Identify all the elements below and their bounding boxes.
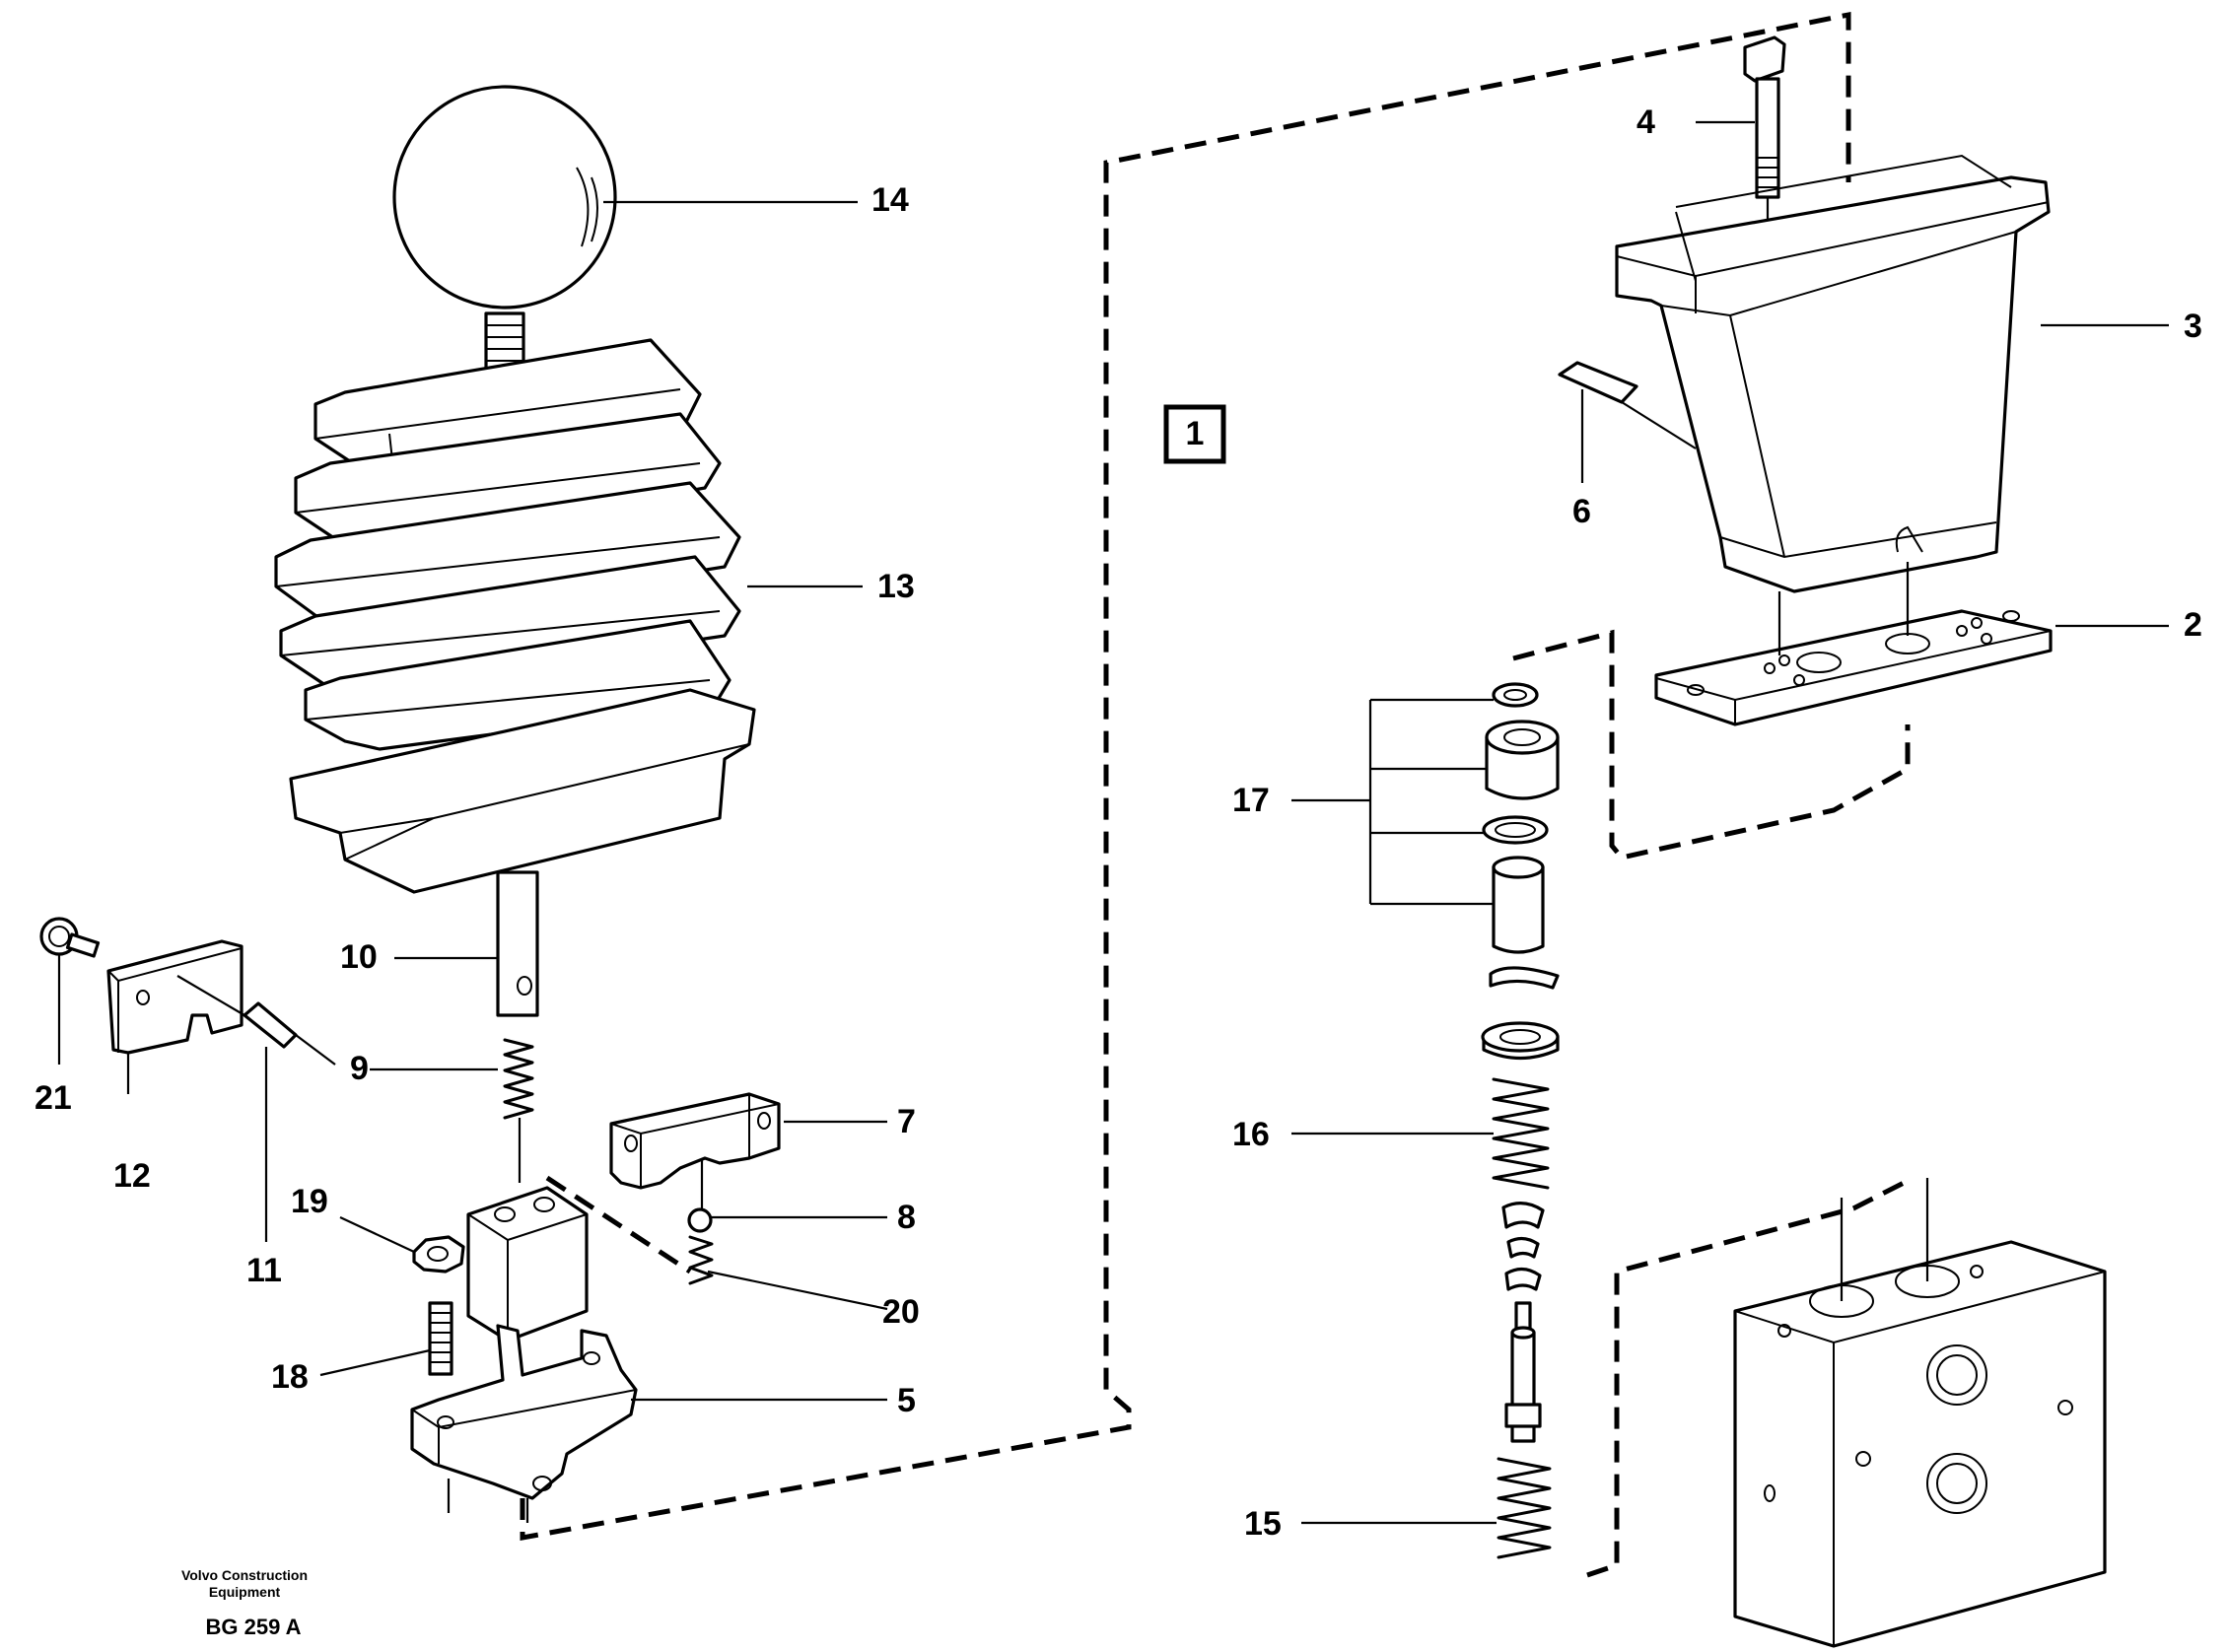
callout-18: 18 [271, 1358, 309, 1396]
callout-10: 10 [340, 938, 378, 976]
callout-14: 14 [871, 181, 909, 219]
callout-13: 13 [877, 568, 915, 605]
lever-base [410, 1186, 638, 1523]
nut-19 [412, 1235, 465, 1273]
assembly-boundary [520, 11, 1851, 1541]
lever-shaft [496, 870, 539, 1017]
bolt-4 [1743, 35, 1786, 256]
callout-16: 16 [1232, 1116, 1270, 1153]
housing-3 [1615, 154, 2051, 593]
callout-20: 20 [882, 1293, 920, 1331]
footer: Volvo Construction Equipment BG 259 A [181, 1567, 308, 1639]
callout-15: 15 [1244, 1505, 1282, 1543]
screw-21 [39, 917, 101, 1065]
plate-2 [1654, 562, 2053, 726]
callout-2: 2 [2184, 606, 2202, 644]
leader-lines [319, 120, 2169, 1525]
pin-11 [176, 975, 336, 1242]
spring-stack-16 [1481, 966, 1560, 1335]
reference-box-1: 1 [1163, 404, 1226, 464]
callout-6: 6 [1572, 493, 1591, 530]
callout-5: 5 [897, 1382, 916, 1419]
rubber-bellows [274, 338, 756, 894]
seal-stack-17 [1482, 682, 1560, 954]
callout-4: 4 [1637, 103, 1655, 141]
callout-12: 12 [113, 1157, 151, 1195]
spring-9 [503, 1038, 534, 1183]
callout-17: 17 [1232, 782, 1270, 819]
pin-6 [1558, 361, 1697, 483]
callout-1: 1 [1186, 415, 1205, 452]
callout-8: 8 [897, 1199, 916, 1236]
lock-plate-12 [106, 939, 244, 1094]
callout-7: 7 [897, 1103, 916, 1140]
set-screw-18 [428, 1301, 453, 1376]
callout-9: 9 [350, 1050, 369, 1087]
detent-spring [688, 1235, 714, 1285]
drawing-code: BG 259 A [205, 1615, 301, 1639]
callout-21: 21 [35, 1079, 72, 1117]
callout-11: 11 [246, 1252, 282, 1289]
valve-block [1733, 1178, 2107, 1648]
callout-labels: 14 13 10 9 7 8 20 19 18 5 21 12 11 4 3 6… [35, 103, 2202, 1543]
detent-ball [687, 1207, 713, 1233]
knob-ball [392, 85, 617, 396]
company-line1: Volvo Construction [181, 1567, 308, 1583]
plunger-15 [1497, 1326, 1552, 1559]
callout-3: 3 [2184, 308, 2202, 345]
valve-link-dash [1512, 629, 1911, 1578]
retainer-plate [609, 1092, 781, 1212]
lever-link-dash [545, 1175, 692, 1274]
company-line2: Equipment [209, 1584, 281, 1600]
callout-19: 19 [291, 1183, 328, 1220]
